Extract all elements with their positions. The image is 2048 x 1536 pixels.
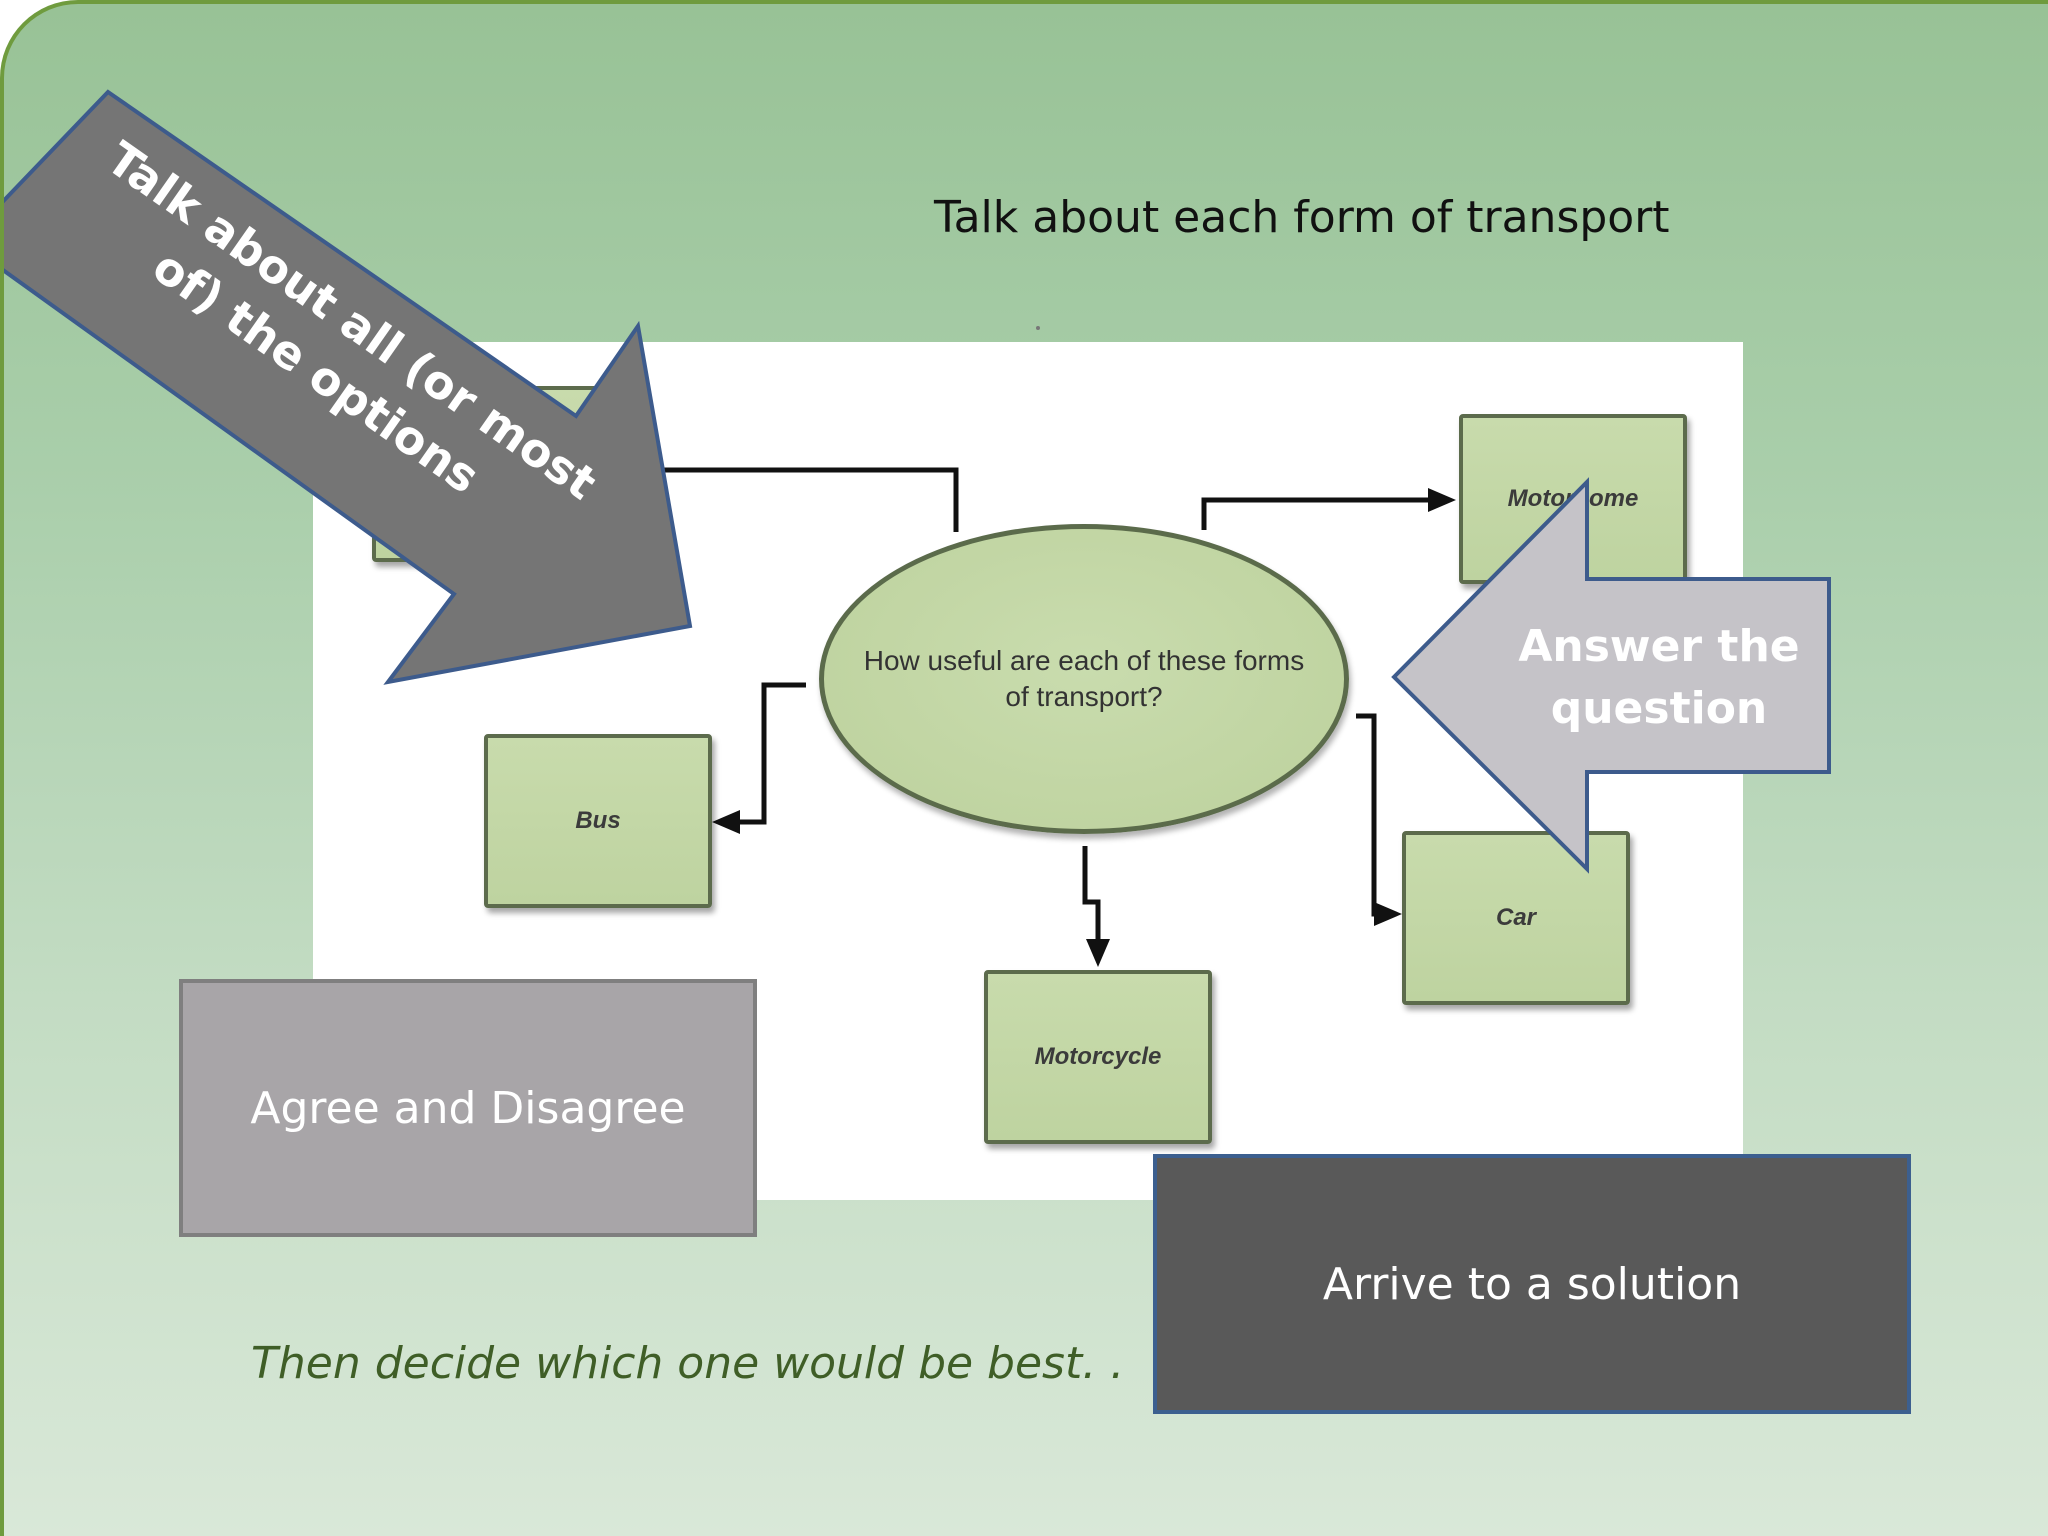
center-question-text: How useful are each of these forms of tr… [863,645,1305,712]
agree-disagree-box: Agree and Disagree [179,979,757,1237]
arrowhead-motorhome [1428,488,1456,512]
node-motorcycle-label: Motorcycle [1034,1043,1162,1070]
footer-text: Then decide which one would be best. . [251,1338,1125,1389]
node-car-label: Car [1495,904,1537,931]
arrowhead-car [1374,902,1402,926]
answer-arrow-shape [1391,477,1831,874]
talk-arrow-callout [4,89,693,685]
connector-bus [728,682,806,825]
arrive-solution-text: Arrive to a solution [1322,1258,1742,1310]
answer-arrow-callout [1391,477,1831,874]
decorative-dot [1036,326,1040,330]
connector-motorhome [1201,497,1444,530]
arrowhead-bus [712,810,740,834]
answer-arrow-text: Answer the question [1518,621,1800,734]
node-bus: Bus [484,734,712,908]
arrive-solution-box: Arrive to a solution [1153,1154,1911,1414]
node-motorcycle: Motorcycle [984,970,1212,1144]
arrowhead-motorcycle [1086,939,1110,967]
talk-arrow-shape [4,89,693,685]
diagram-connectors [604,467,1456,967]
connector-motorcycle [1082,846,1101,949]
connector-top-left [604,467,959,532]
node-car: Car [1402,831,1630,1005]
node-bus-label: Bus [575,807,621,834]
agree-disagree-text: Agree and Disagree [250,1082,686,1134]
slide-title: Talk about each form of transport [934,192,1670,243]
center-question-ellipse: How useful are each of these forms of tr… [819,524,1349,834]
